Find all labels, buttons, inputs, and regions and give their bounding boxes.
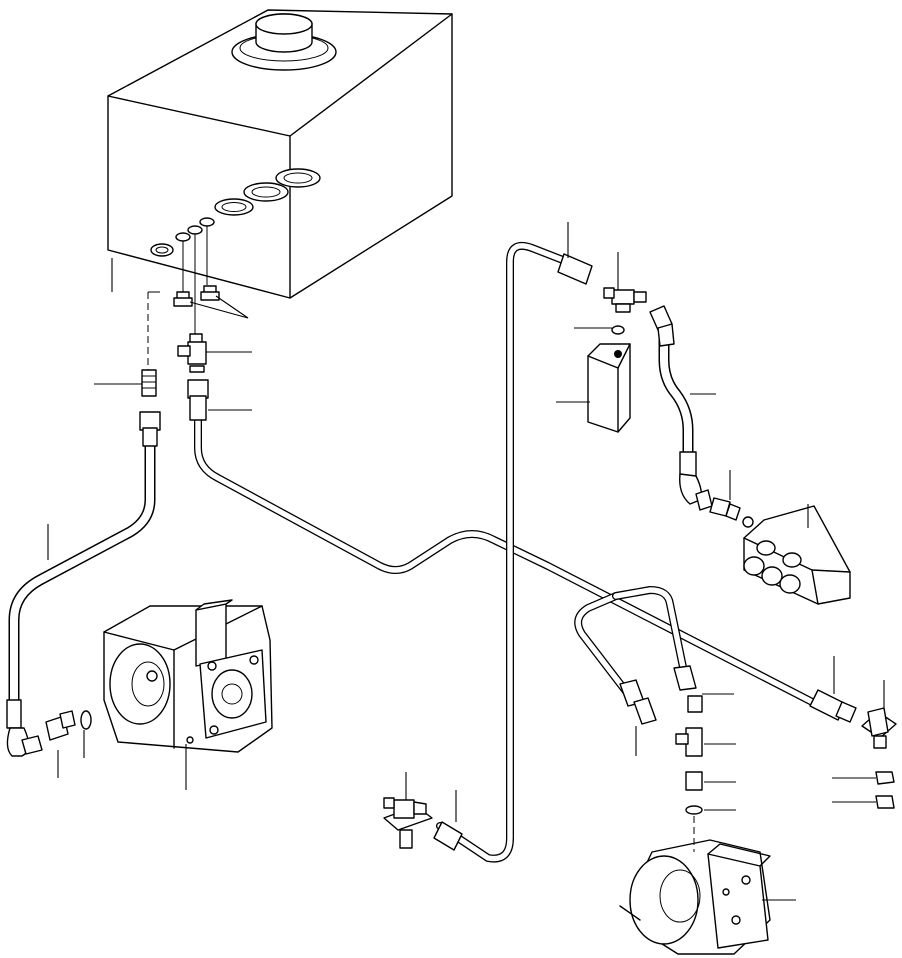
bulkhead-tee-bottom [383, 797, 433, 849]
swing-motor [619, 839, 771, 955]
tank-port-o-rings [150, 168, 321, 257]
control-valve-block [743, 505, 851, 605]
return-tube-long [187, 379, 857, 723]
control-valve-adapters [709, 497, 754, 528]
swing-return-tube [574, 586, 697, 725]
callout-leaders [47, 222, 885, 901]
pilot-hose [649, 305, 713, 511]
bulkhead-elbow-right [861, 707, 897, 749]
straight-adapter-left [141, 369, 157, 397]
pilot-tee [603, 287, 647, 313]
suction-tee [177, 333, 207, 373]
motor-tee [675, 695, 703, 852]
tank-adapters [173, 285, 249, 319]
pilot-filter-block [587, 325, 631, 433]
pilot-tube-vertical [433, 241, 593, 863]
pump-suction-hose [6, 411, 161, 757]
main-pump [103, 599, 273, 753]
tank-cap [231, 13, 337, 71]
hydraulic-tank [107, 9, 453, 372]
pump-inlet-fittings [45, 710, 92, 741]
locknuts-right [875, 771, 895, 809]
